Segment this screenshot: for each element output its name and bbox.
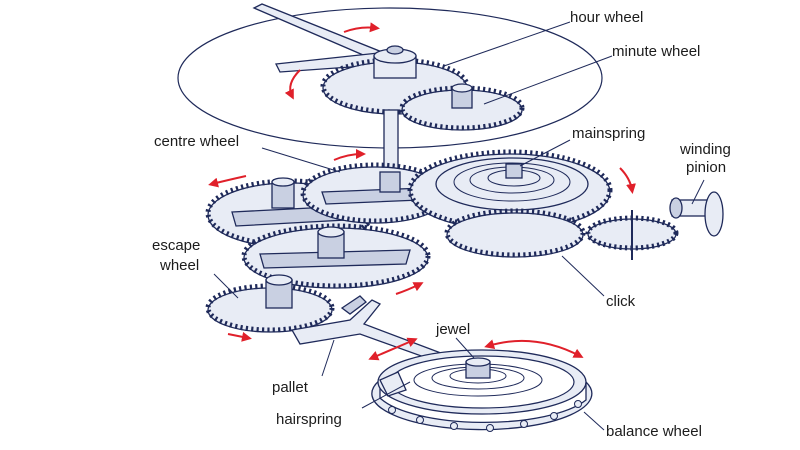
label-pallet: pallet: [272, 379, 309, 396]
mainspring-barrel: [407, 149, 613, 231]
balance-wheel-part: [371, 349, 593, 432]
escape-wheel-gear: [205, 274, 335, 333]
minute-wheel-gear: [399, 83, 525, 131]
label-minute-wheel: minute wheel: [612, 43, 700, 60]
label-click: click: [606, 293, 636, 310]
label-balance-wheel: balance wheel: [606, 423, 702, 440]
hairspring-coil: [413, 357, 543, 397]
label-hairspring: hairspring: [276, 411, 342, 428]
label-escape-line2: wheel: [159, 257, 199, 274]
label-mainspring: mainspring: [572, 125, 645, 142]
fourth-wheel-gear: [241, 223, 431, 289]
leader-lines: [213, 21, 705, 431]
label-jewel: jewel: [435, 321, 470, 338]
ratchet-wheel: [444, 208, 586, 258]
label-winding-line2: pinion: [686, 159, 726, 176]
motion-arrows: [208, 22, 636, 361]
label-winding-line1: winding: [679, 141, 731, 158]
label-centre-wheel: centre wheel: [154, 133, 239, 150]
crown-wheel: [585, 210, 679, 260]
label-escape-line1: escape: [152, 237, 200, 254]
winding-pinion-part: [669, 191, 724, 237]
label-hour-wheel: hour wheel: [570, 9, 643, 26]
hands: [252, 3, 394, 73]
